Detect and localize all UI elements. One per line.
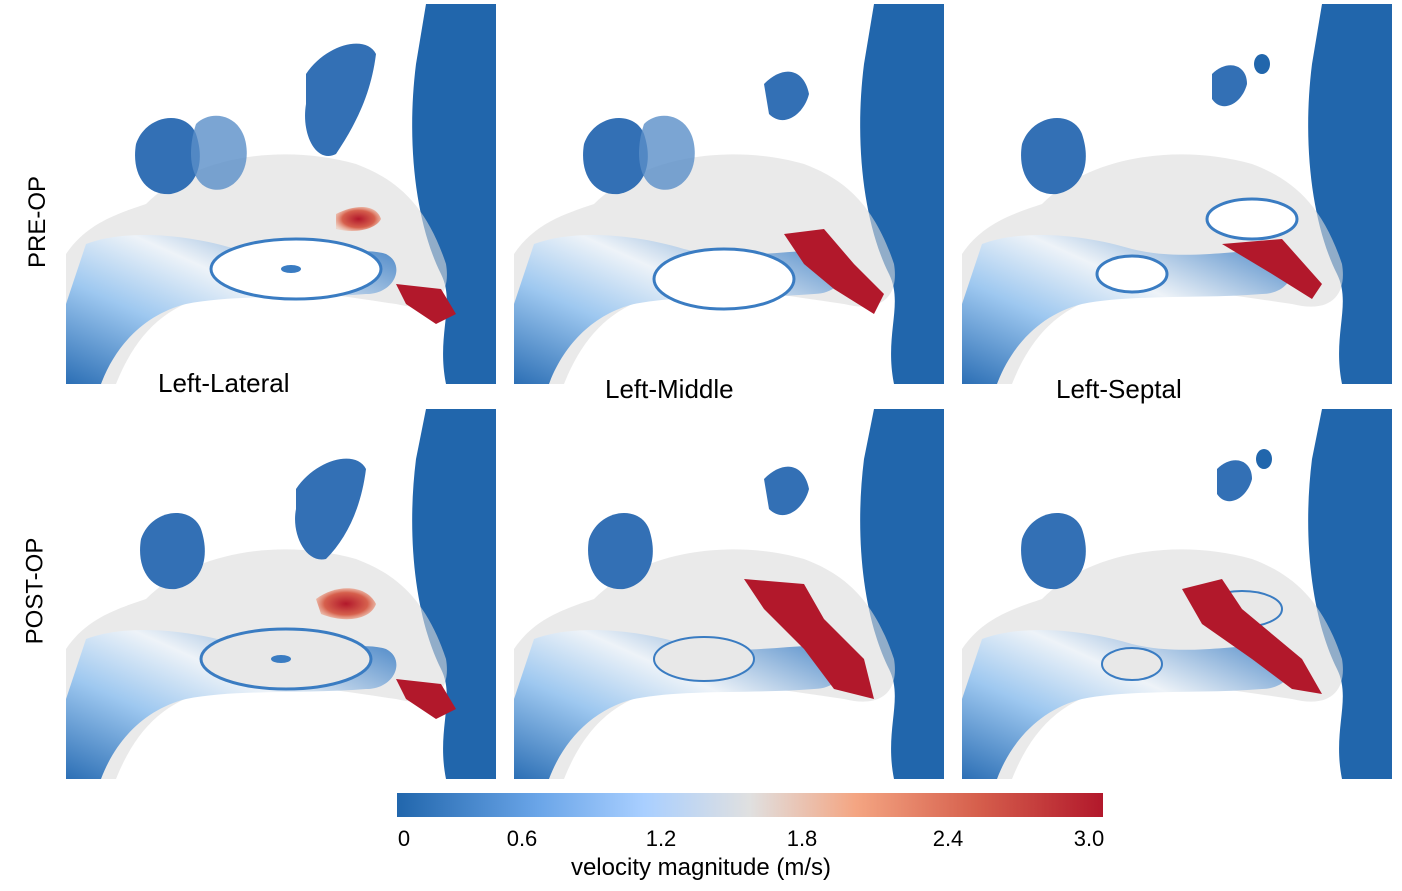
colorbar-tick: 2.4 [932, 826, 964, 851]
nasal-flow-image [962, 409, 1392, 779]
row-label-post-op: POST-OP [21, 537, 49, 645]
nasal-flow-image [66, 4, 496, 384]
nasal-flow-image [514, 4, 944, 384]
colorbar-title: velocity magnitude (m/s) [570, 854, 832, 881]
row-label-pre-op: PRE-OP [24, 175, 52, 269]
colorbar-tick: 1.8 [786, 826, 818, 851]
column-label-left-middle: Left-Middle [605, 374, 734, 404]
column-label-left-lateral: Left-Lateral [158, 368, 290, 398]
panel-pre-op-left-lateral [66, 4, 496, 384]
panel-pre-op-left-septal [962, 4, 1392, 384]
colorbar-tick: 0.6 [506, 826, 538, 851]
panel-post-op-left-septal [962, 404, 1392, 784]
nasal-flow-image [962, 4, 1392, 384]
panel-post-op-left-middle [514, 404, 944, 784]
colorbar-tick: 3.0 [1073, 826, 1105, 851]
panel-pre-op-left-middle [514, 4, 944, 384]
column-label-left-septal: Left-Septal [1056, 374, 1182, 404]
nasal-flow-image [66, 409, 496, 779]
nasal-flow-image [514, 409, 944, 779]
colorbar [397, 793, 1103, 817]
panel-post-op-left-lateral [66, 404, 496, 784]
colorbar-tick: 1.2 [645, 826, 677, 851]
colorbar-tick: 0 [397, 826, 411, 851]
